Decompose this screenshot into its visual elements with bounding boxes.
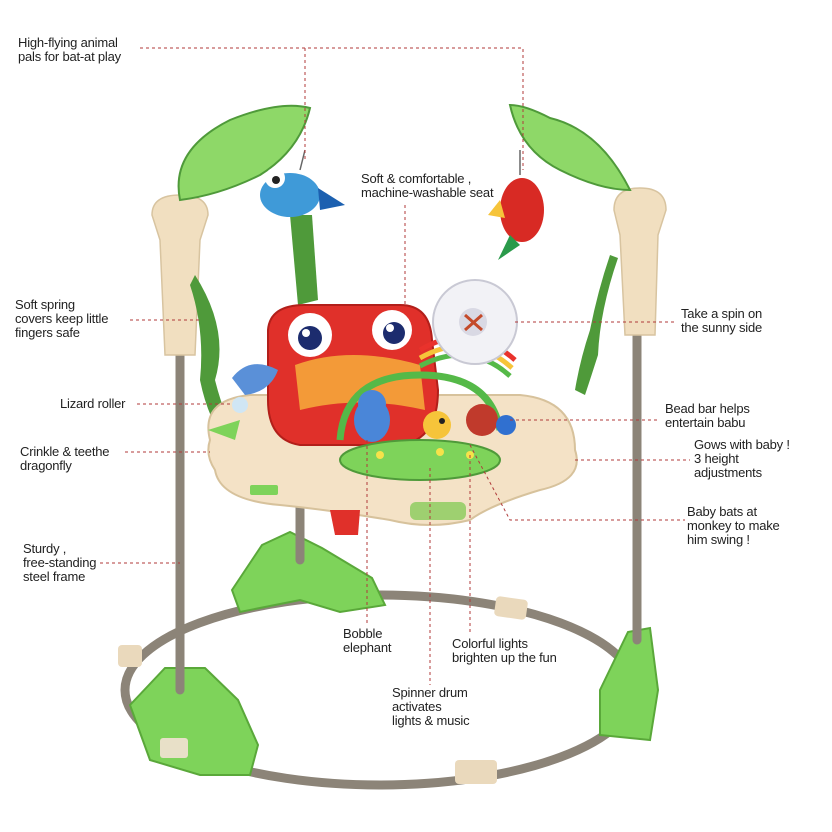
lizard-roller <box>232 364 278 413</box>
callout-bead-bar: Bead bar helps entertain babu <box>665 401 750 430</box>
callout-height: Gows with baby ! 3 height adjustments <box>694 437 790 480</box>
callout-lizard: Lizard roller <box>60 396 126 411</box>
leaf-canopies <box>177 103 632 202</box>
spring-covers <box>190 215 618 445</box>
hanging-parrot <box>488 150 544 260</box>
sunny-spinner <box>418 279 518 378</box>
elephant-toy <box>354 390 390 442</box>
seat <box>267 304 440 535</box>
callout-seat: Soft & comfortable , machine-washable se… <box>361 171 494 200</box>
callout-dragonfly: Crinkle & teethe dragonfly <box>20 444 110 473</box>
chick-toy <box>423 411 451 439</box>
callout-frame: Sturdy , free-standing steel frame <box>23 541 97 584</box>
callout-spring-covers: Soft spring covers keep little fingers s… <box>15 297 109 340</box>
hanging-bird <box>260 149 345 217</box>
callout-spinner: Spinner drum activates lights & music <box>392 685 470 728</box>
callout-elephant: Bobble elephant <box>343 626 392 655</box>
callout-animal-pals: High-flying animal pals for bat-at play <box>18 35 121 64</box>
green-feet <box>128 530 660 776</box>
pole-sleeves <box>151 187 667 356</box>
steel-poles <box>175 325 642 695</box>
callout-lights: Colorful lights brighten up the fun <box>452 636 557 665</box>
callout-monkey: Baby bats at monkey to make him swing ! <box>687 504 780 547</box>
callout-spin: Take a spin on the sunny side <box>681 306 763 335</box>
dragonfly-toy <box>208 420 240 440</box>
leader-lines <box>100 47 690 685</box>
